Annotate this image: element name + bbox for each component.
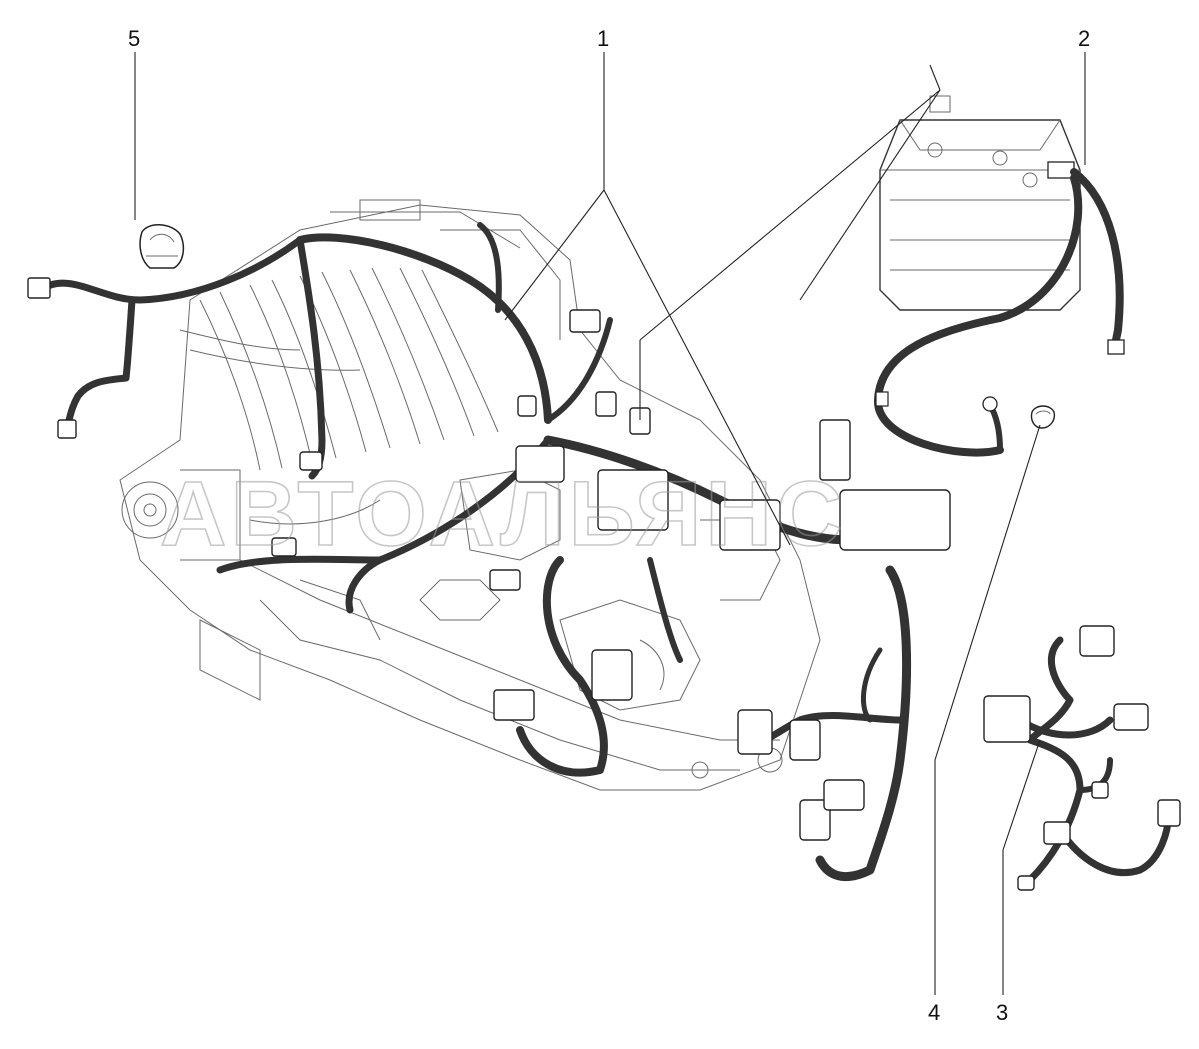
callout-5: 5 [128,26,140,51]
callout-leaders [134,52,1086,995]
engine-wiring-harness [27,222,951,882]
battery-and-cable [873,95,1125,457]
watermark-text: АВТОАЛЬЯНС [160,463,846,565]
callout-1: 1 [597,26,609,51]
grommet-item-4 [1030,405,1056,429]
grommet-item-5 [139,224,185,269]
callout-2: 2 [1078,26,1090,51]
callout-4: 4 [928,1000,940,1025]
callout-3: 3 [996,1000,1008,1025]
callout-numbers: 5 1 2 4 3 [128,26,1090,1025]
front-wiring-harness [983,625,1181,891]
